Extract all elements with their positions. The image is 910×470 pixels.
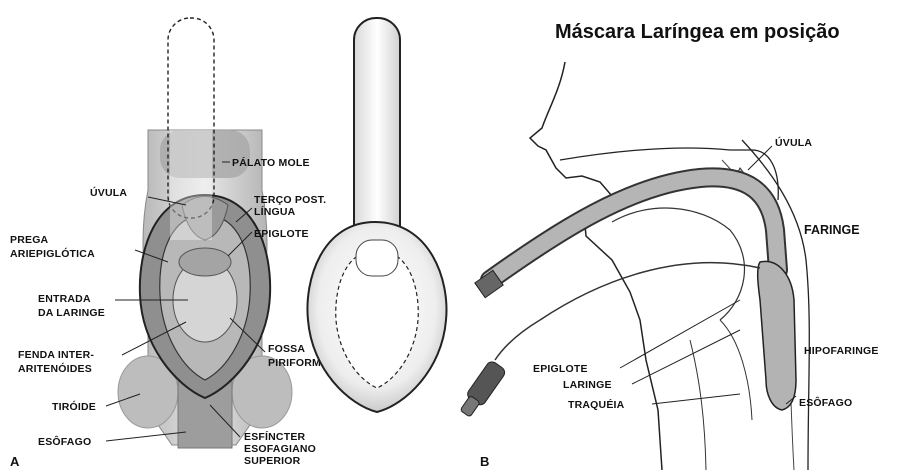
pilot-valve xyxy=(457,360,507,420)
larynx-line xyxy=(720,320,752,420)
mask-tube-b-fill xyxy=(490,177,778,280)
label-entrada: ENTRADA xyxy=(38,293,91,305)
label-tiroide: TIRÓIDE xyxy=(52,400,96,413)
label-esofago-a: ESÔFAGO xyxy=(38,435,91,448)
label-faringe: FARINGE xyxy=(804,223,860,237)
label-esofagiano: ESOFAGIANO xyxy=(244,443,316,455)
panel-letter-b: B xyxy=(480,454,489,469)
label-uvula-b: ÚVULA xyxy=(775,136,812,149)
laryngeal-mask-device xyxy=(307,18,446,412)
tongue xyxy=(612,208,744,320)
label-superior: SUPERIOR xyxy=(244,455,301,467)
label-ariepiglotica: ARIEPIGLÓTICA xyxy=(10,247,95,260)
label-da-laringe: DA LARINGE xyxy=(38,307,105,319)
label-epiglote-b: EPIGLOTE xyxy=(533,363,588,375)
label-traqueia: TRAQUÉIA xyxy=(568,398,625,411)
label-esfincter: ESFÍNCTER xyxy=(244,430,306,443)
panel-b-anatomy xyxy=(457,62,810,470)
epiglottis-shape xyxy=(179,248,231,276)
diagram-title: Máscara Laríngea em posição xyxy=(555,21,840,43)
label-fossa: FOSSA xyxy=(268,343,305,355)
label-aritenoides: ARITENÓIDES xyxy=(18,362,92,375)
label-hipofaringe: HIPOFARINGE xyxy=(804,345,879,357)
label-terco-lingua: LÍNGUA xyxy=(254,205,296,218)
label-prega: PREGA xyxy=(10,234,49,246)
device-aperture xyxy=(356,240,398,276)
label-esofago-b: ESÔFAGO xyxy=(799,396,852,409)
label-palato-mole: PÁLATO MOLE xyxy=(232,156,310,169)
label-uvula-a: ÚVULA xyxy=(90,186,127,199)
label-terco-post: TERÇO POST. xyxy=(254,194,326,206)
label-laringe: LARINGE xyxy=(563,379,612,391)
panel-letter-a: A xyxy=(10,454,20,469)
label-epiglote-a: EPIGLOTE xyxy=(254,228,309,240)
label-fenda: FENDA INTER- xyxy=(18,349,94,361)
tube-body xyxy=(170,130,212,240)
trachea-line xyxy=(690,340,706,470)
mask-cuff-b xyxy=(758,261,796,410)
